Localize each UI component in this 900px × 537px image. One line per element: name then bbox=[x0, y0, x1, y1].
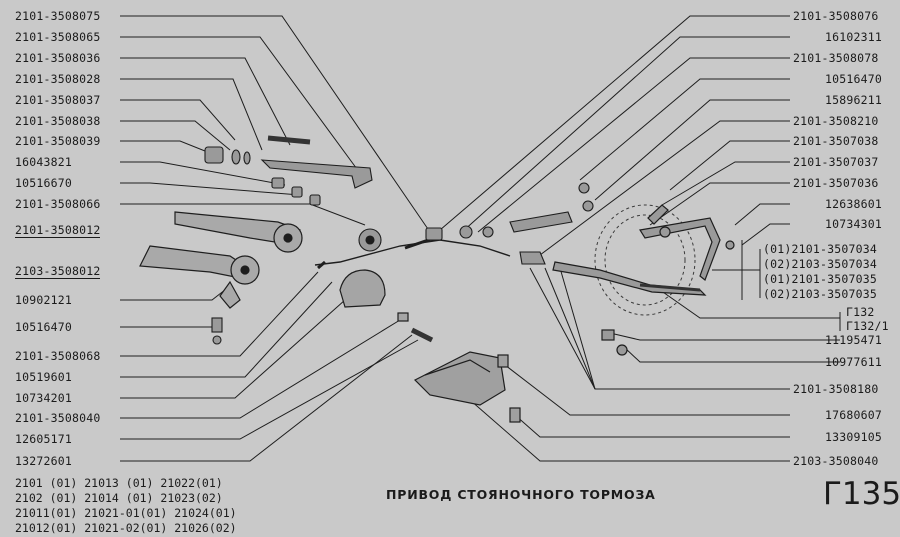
leader-line bbox=[579, 78, 790, 181]
leader-line bbox=[439, 15, 790, 231]
diagram-title: ПРИВОД СТОЯНОЧНОГО ТОРМОЗА bbox=[386, 487, 656, 502]
leader-line bbox=[734, 203, 790, 226]
leader-line bbox=[514, 414, 790, 438]
rubber-boot bbox=[339, 269, 434, 343]
part-label: 2103-3508012 bbox=[15, 264, 101, 279]
part-label: 13272601 bbox=[15, 454, 72, 468]
model-row: 2102 (01) 21014 (01) 21023(02) bbox=[15, 491, 223, 505]
part-label: 10516670 bbox=[15, 176, 72, 190]
leader-line bbox=[120, 78, 263, 151]
leader-line bbox=[120, 120, 231, 151]
part-label: 2101-3508037 bbox=[15, 93, 101, 107]
model-row: 2101 (01) 21013 (01) 21022(01) bbox=[15, 476, 223, 490]
part-label: 11195471 bbox=[825, 333, 882, 347]
leader-line bbox=[712, 249, 761, 298]
part-label: 2101-3508180 bbox=[793, 382, 879, 396]
leader-line bbox=[609, 332, 840, 341]
leader-line bbox=[661, 161, 790, 206]
leader-line bbox=[624, 347, 840, 363]
hand-lever bbox=[139, 211, 303, 309]
leader-line bbox=[469, 399, 790, 462]
part-label: 2101-3508039 bbox=[15, 134, 101, 148]
model-row: 21011(01) 21021-01(01) 21024(01) bbox=[15, 506, 237, 520]
leader-line bbox=[504, 364, 790, 416]
leader-line bbox=[461, 36, 790, 233]
part-label: 2101-3508210 bbox=[793, 114, 879, 128]
leader-line bbox=[120, 15, 431, 233]
part-label: 2101-3507038 bbox=[793, 134, 879, 148]
part-label: 2101-3508028 bbox=[15, 72, 101, 86]
leader-line bbox=[544, 267, 596, 390]
part-label: (01)2101-3507034 bbox=[763, 242, 877, 256]
model-row: 21012(01) 21021-02(01) 21026(02) bbox=[15, 521, 237, 535]
part-label: (02)2103-3507034 bbox=[763, 257, 877, 271]
sheet-code: Г135 bbox=[823, 476, 900, 512]
part-label: 10516470 bbox=[15, 320, 72, 334]
leader-line bbox=[120, 161, 286, 186]
part-label: 2101-3507037 bbox=[793, 155, 879, 169]
leader-line bbox=[669, 140, 790, 191]
part-label: 2101-3508038 bbox=[15, 114, 101, 128]
leader-line bbox=[120, 281, 333, 378]
part-label: 2101-3508036 bbox=[15, 51, 101, 65]
part-label: 10516470 bbox=[825, 72, 882, 86]
bracket bbox=[413, 351, 521, 423]
part-label: 2101-3508078 bbox=[793, 51, 879, 65]
part-label: 2101-3508075 bbox=[15, 9, 101, 23]
part-label: (01)2101-3507035 bbox=[763, 272, 877, 286]
leader-line bbox=[120, 339, 419, 440]
leader-line bbox=[120, 36, 366, 181]
leader-line bbox=[594, 99, 790, 201]
part-label: 10734301 bbox=[825, 217, 882, 231]
leader-line bbox=[120, 271, 319, 357]
part-label: 10977611 bbox=[825, 355, 882, 369]
leader-line bbox=[120, 319, 401, 419]
part-label: 2103-3508040 bbox=[793, 454, 879, 468]
part-label: Г132 bbox=[846, 305, 875, 319]
part-label: 15896211 bbox=[825, 93, 882, 107]
part-label: 2101-3508065 bbox=[15, 30, 101, 44]
leader-line bbox=[659, 289, 841, 331]
leader-line bbox=[120, 285, 231, 301]
model-applicability-table: 2101 (01) 21013 (01) 21022(01) 2102 (01)… bbox=[15, 476, 237, 536]
part-label: 17680607 bbox=[825, 408, 882, 422]
part-label: 2101-3508040 bbox=[15, 411, 101, 425]
part-label: 2101-3508012 bbox=[15, 223, 101, 238]
leader-line bbox=[120, 99, 236, 141]
leader-line bbox=[120, 57, 291, 146]
part-label: 2101-3507036 bbox=[793, 176, 879, 190]
part-label: Г132/1 bbox=[846, 319, 889, 333]
part-label: 12638601 bbox=[825, 197, 882, 211]
part-label: 10734201 bbox=[15, 391, 72, 405]
part-label: 2101-3508068 bbox=[15, 349, 101, 363]
leader-line bbox=[649, 182, 790, 226]
part-label: 10519601 bbox=[15, 370, 72, 384]
part-label: 2101-3508066 bbox=[15, 197, 101, 211]
leader-line bbox=[120, 182, 301, 196]
part-label: 13309105 bbox=[825, 430, 882, 444]
part-label: 2101-3508076 bbox=[793, 9, 879, 23]
leader-line bbox=[120, 334, 413, 462]
leader-line bbox=[477, 57, 790, 233]
part-label: 16102311 bbox=[825, 30, 882, 44]
part-label: 10902121 bbox=[15, 293, 72, 307]
leader-line bbox=[120, 299, 346, 399]
part-label: 16043821 bbox=[15, 155, 72, 169]
part-label: 12605171 bbox=[15, 432, 72, 446]
leader-line bbox=[539, 120, 790, 256]
leader-line bbox=[559, 267, 596, 390]
brake-drum bbox=[594, 204, 696, 316]
part-label: (02)2103-3507035 bbox=[763, 287, 877, 301]
leader-line bbox=[120, 140, 216, 156]
leader-line bbox=[741, 223, 790, 246]
